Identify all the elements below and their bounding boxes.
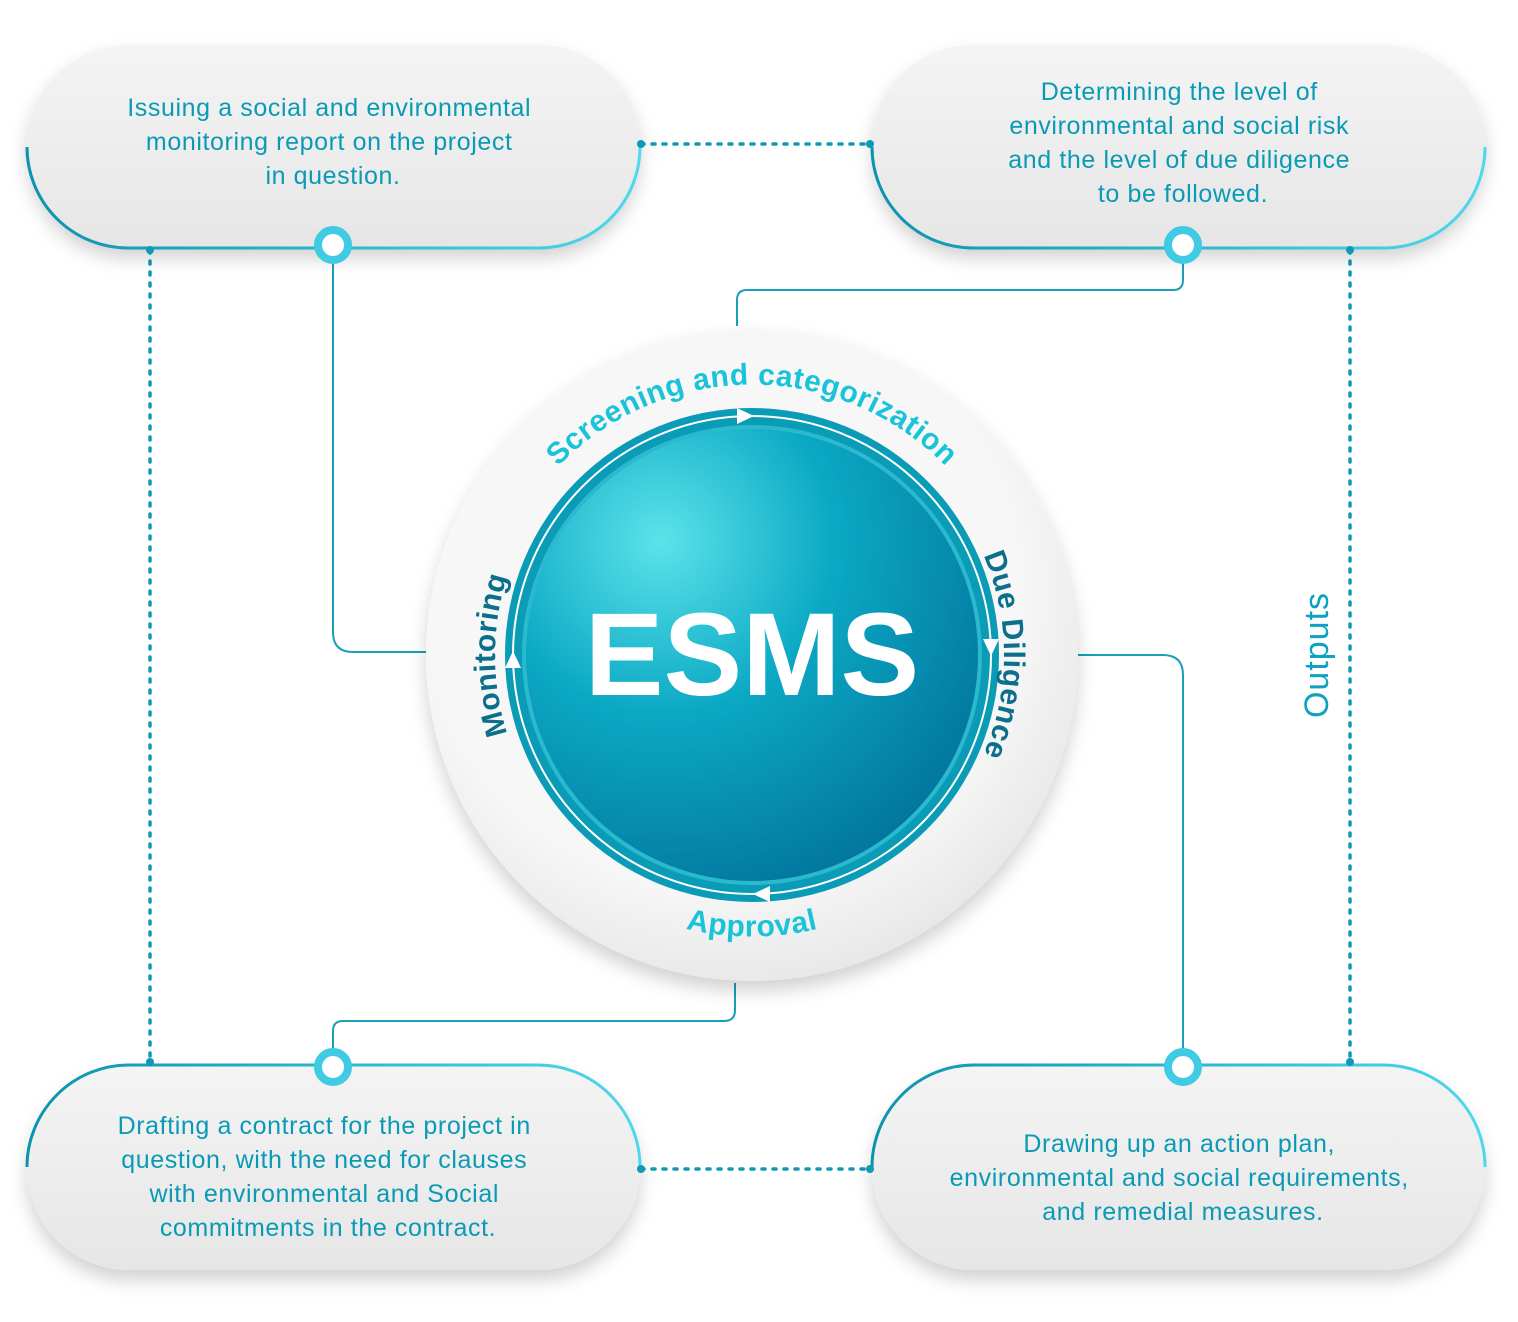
box-bottom-left: Drafting a contract for the project in q… — [25, 1063, 642, 1270]
connector-right — [1078, 654, 1184, 1052]
node-circles — [314, 226, 1202, 1086]
box-text: Drawing up an action plan, environmental… — [950, 1130, 1417, 1226]
node-top-right — [1164, 226, 1202, 264]
connector-top-right — [736, 260, 1184, 326]
box-text: Determining the level of environmental a… — [1008, 78, 1357, 208]
box-top-left: Issuing a social and environmental monit… — [25, 45, 642, 250]
arrow-left-icon — [753, 886, 770, 902]
box-top-right: Determining the level of environmental a… — [870, 45, 1487, 250]
arrow-down-icon — [983, 639, 999, 656]
node-bottom-left — [314, 1048, 352, 1086]
connector-bottom — [332, 983, 736, 1052]
cycle-arrow-icons — [505, 408, 999, 902]
dot-ends — [146, 140, 1354, 1173]
hub-title: ESMS — [585, 589, 919, 721]
arrow-right-icon — [737, 408, 754, 424]
outputs-label: Outputs — [1298, 592, 1336, 718]
box-bottom-right: Drawing up an action plan, environmental… — [870, 1063, 1487, 1270]
node-top-left — [314, 226, 352, 264]
node-bottom-right — [1164, 1048, 1202, 1086]
arrow-up-icon — [505, 651, 521, 668]
box-text: Issuing a social and environmental monit… — [127, 94, 539, 190]
box-text: Drafting a contract for the project in q… — [118, 1112, 539, 1242]
connector-top-left — [332, 260, 428, 653]
esms-hub: ESMS Screening and categorization Due Di… — [426, 329, 1078, 981]
